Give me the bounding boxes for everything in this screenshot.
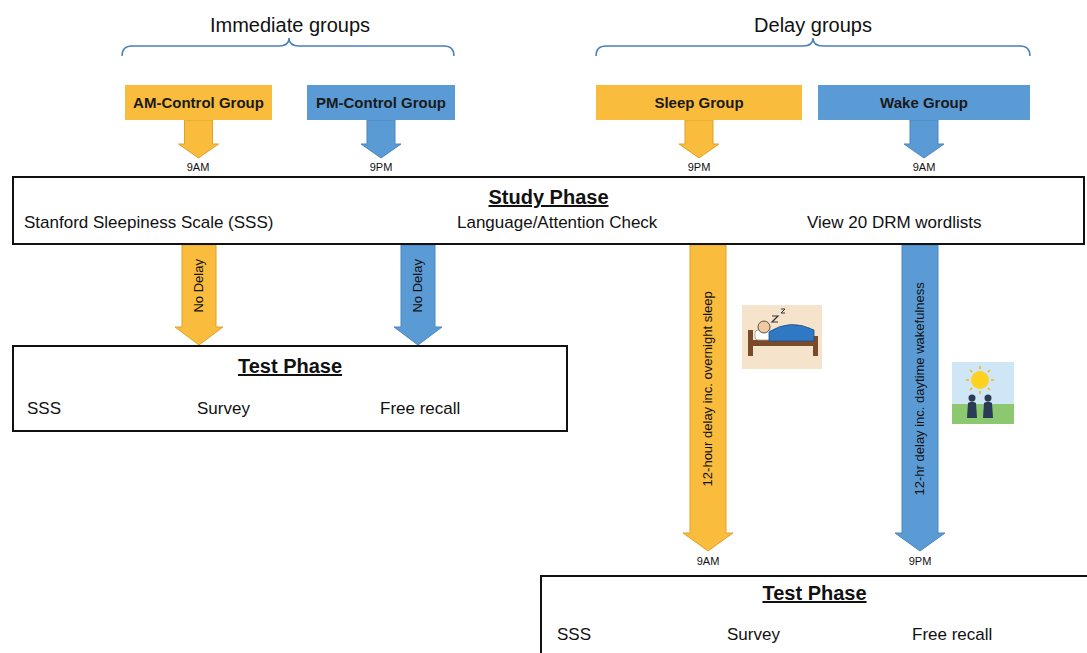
daytime-illustration (952, 362, 1014, 424)
phase-box: Test PhaseSSS Survey Free recall (540, 575, 1087, 653)
block-arrow (683, 245, 733, 551)
time-label: 9AM (697, 555, 720, 567)
time-label: 9PM (688, 161, 711, 173)
group-name: Wake Group (880, 94, 968, 111)
block-arrow (179, 120, 219, 158)
delay-label: No Delay (192, 249, 206, 323)
time-label: 9PM (370, 161, 393, 173)
block-arrow (175, 245, 223, 345)
time-label: 9AM (187, 161, 210, 173)
step-label: Survey (197, 399, 250, 419)
step-text: Language/Attention Check (457, 213, 657, 233)
step-label: SSS (557, 625, 591, 645)
delay-label: 12-hr delay inc. daytime wakefulness (913, 249, 927, 529)
step-label: Free recall (380, 399, 460, 419)
step-label: Survey (727, 625, 780, 645)
group-bracket (122, 38, 454, 56)
block-arrow (679, 120, 719, 158)
block-arrow (904, 120, 944, 158)
step-label: Free recall (912, 625, 992, 645)
group-heading: Delay groups (754, 14, 872, 37)
step-text: Stanford Sleepiness Scale (SSS) (24, 213, 273, 233)
sleep-illustration (742, 305, 822, 369)
phase-heading: Study Phase (14, 186, 1083, 209)
group-heading: Immediate groups (210, 14, 370, 37)
time-label: 9AM (913, 161, 936, 173)
delay-label: 12-hour delay inc. overnight sleep (701, 249, 715, 529)
group-name: Sleep Group (654, 94, 743, 111)
group-name: AM-Control Group (133, 94, 264, 111)
step-text: Survey (727, 625, 780, 645)
step-label: Language/Attention Check (457, 213, 657, 233)
step-text: Free recall (380, 399, 460, 419)
step-label: View 20 DRM wordlists (807, 213, 981, 233)
phase-box: Test PhaseSSS Survey Free recall (12, 345, 568, 432)
step-text: View 20 DRM wordlists (807, 213, 981, 233)
group-box: Sleep Group (596, 85, 802, 120)
group-box: Wake Group (818, 85, 1030, 120)
block-arrow (895, 245, 945, 551)
block-arrow (394, 245, 442, 345)
step-text: Survey (197, 399, 250, 419)
step-text: SSS (557, 625, 591, 645)
delay-label: No Delay (411, 249, 425, 323)
group-bracket (596, 38, 1030, 56)
phase-heading: Test Phase (542, 582, 1087, 605)
phase-box: Study PhaseStanford Sleepiness Scale (SS… (12, 176, 1085, 245)
step-label: SSS (27, 399, 61, 419)
group-box: AM-Control Group (125, 85, 272, 120)
group-box: PM-Control Group (307, 85, 455, 120)
phase-heading: Test Phase (14, 355, 566, 378)
step-text: Free recall (912, 625, 992, 645)
step-label: Stanford Sleepiness Scale (SSS) (24, 213, 273, 233)
step-text: SSS (27, 399, 61, 419)
block-arrow (361, 120, 401, 158)
time-label: 9PM (909, 555, 932, 567)
group-name: PM-Control Group (316, 94, 446, 111)
